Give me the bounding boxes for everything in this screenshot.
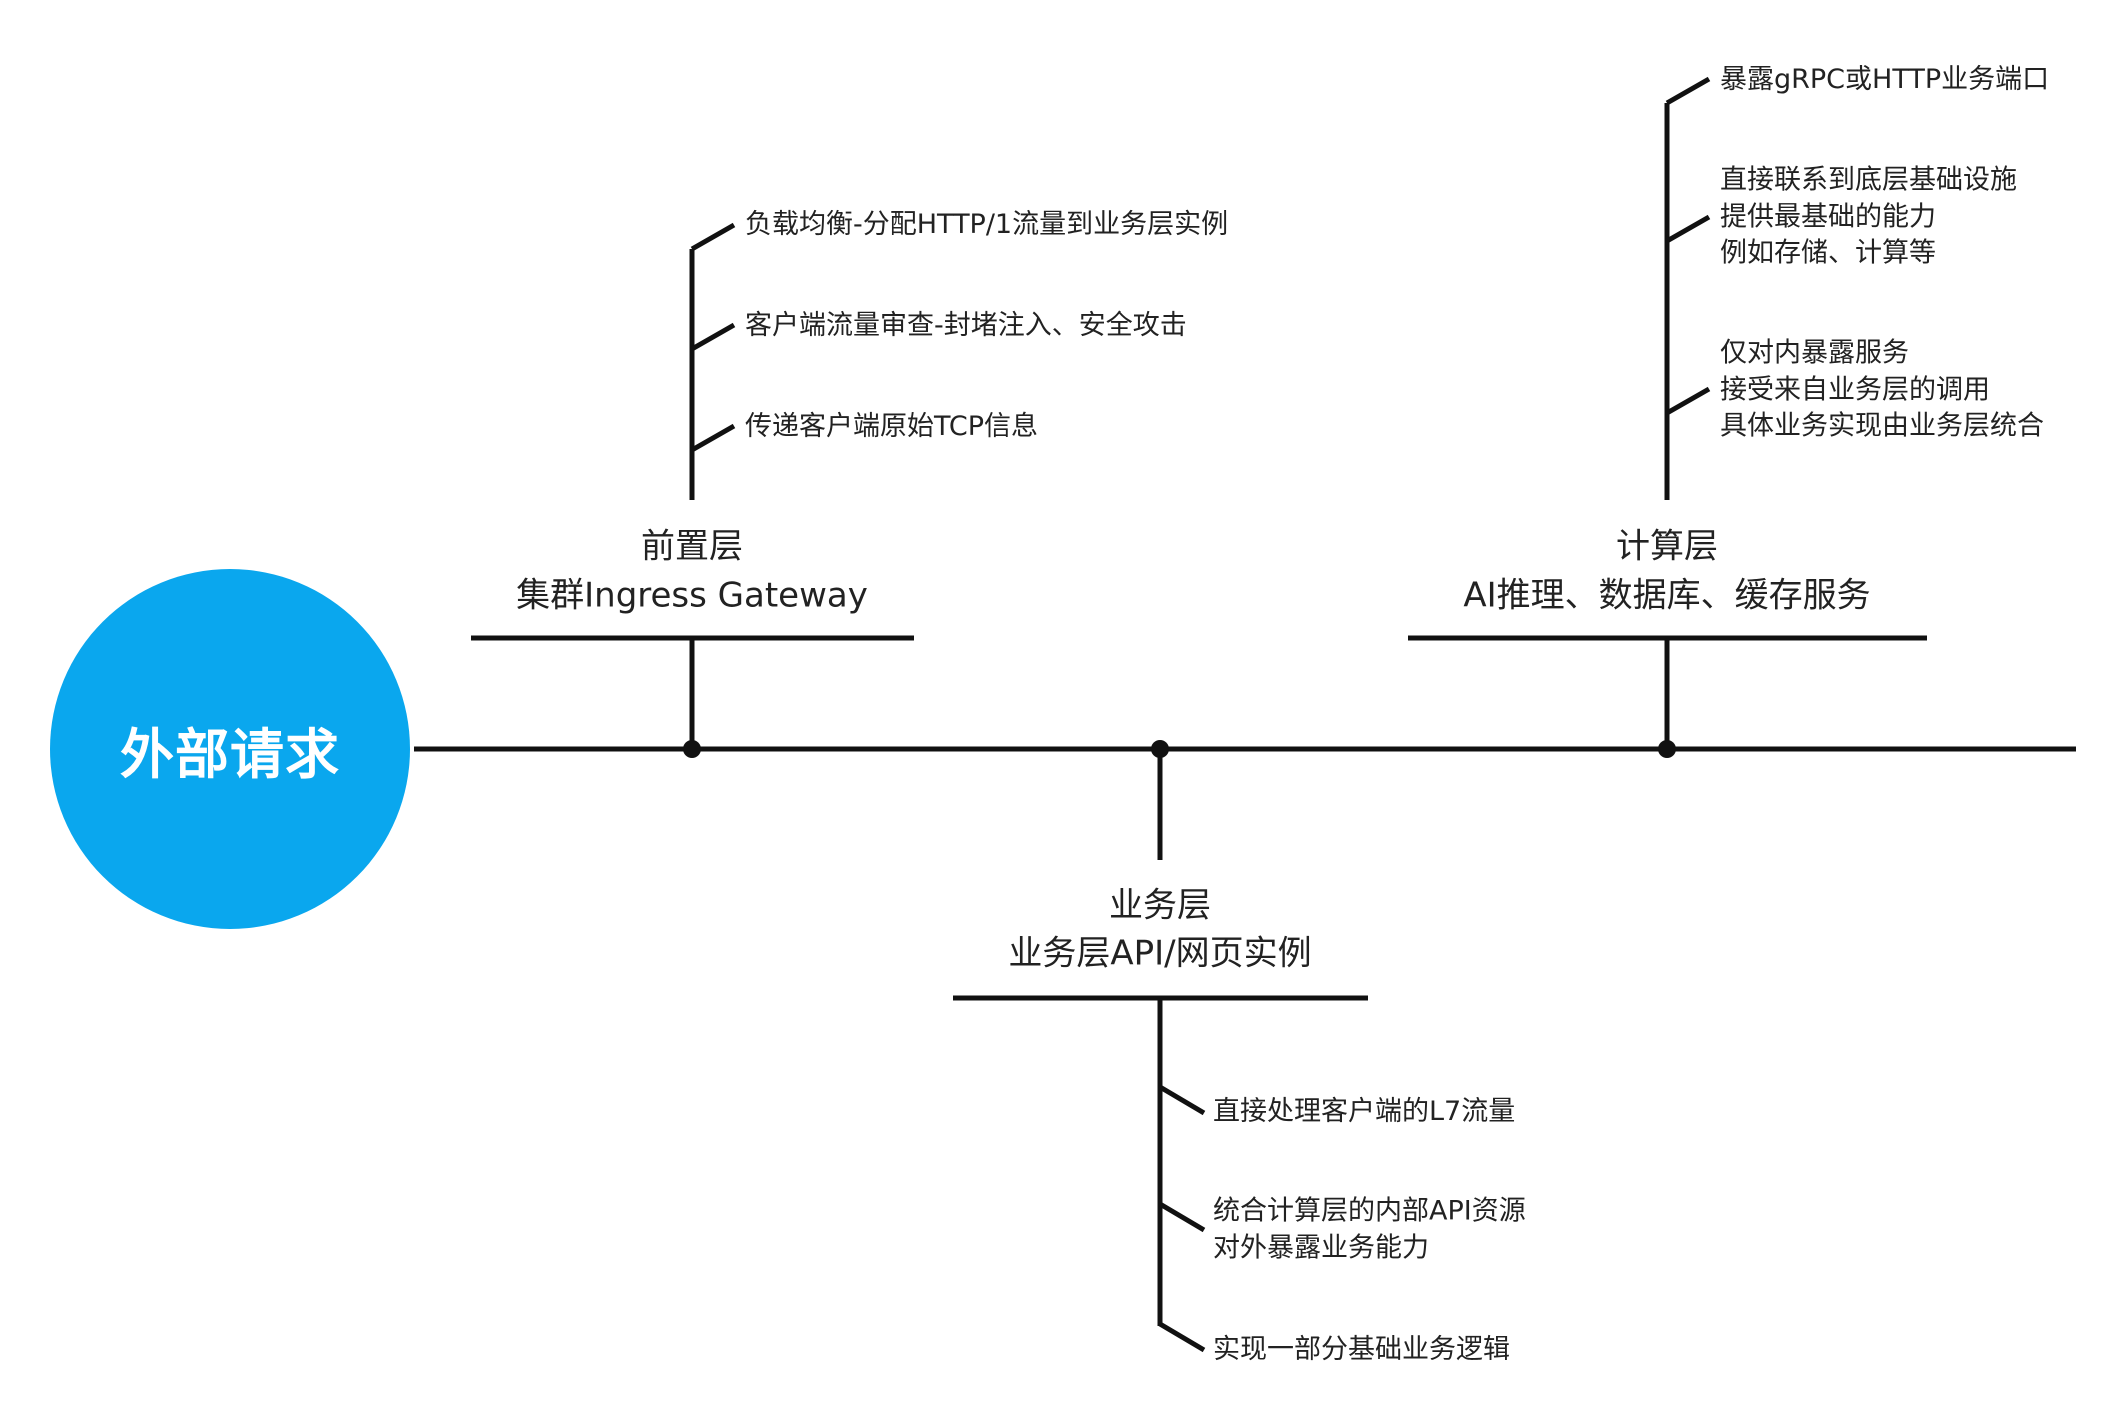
compute-layer-subtitle: AI推理、数据库、缓存服务 — [1463, 575, 1871, 616]
spine-node — [1151, 740, 1169, 758]
front-layer-item: 负载均衡-分配HTTP/1流量到业务层实例 — [745, 208, 1229, 240]
front-layer-title: 前置层 — [641, 526, 743, 567]
business-layer-tick — [1158, 1321, 1206, 1353]
business-layer-subtitle: 业务层API/网页实例 — [1008, 933, 1312, 974]
front-layer-tick — [690, 222, 736, 252]
spine-node — [1658, 740, 1676, 758]
business-layer-tick — [1158, 1201, 1206, 1233]
spine-node — [683, 740, 701, 758]
front-layer-subtitle: 集群Ingress Gateway — [516, 575, 868, 616]
compute-layer-title: 计算层 — [1616, 526, 1718, 567]
compute-layer-item: 直接联系到底层基础设施提供最基础的能力例如存储、计算等 — [1720, 164, 2017, 269]
business-layer-item: 统合计算层的内部API资源对外暴露业务能力 — [1213, 1195, 1526, 1264]
front-layer-tick — [690, 322, 736, 352]
compute-layer-tick — [1665, 76, 1711, 106]
compute-layer-item: 暴露gRPC或HTTP业务端口 — [1720, 63, 2050, 95]
business-layer-item: 实现一部分基础业务逻辑 — [1213, 1333, 1510, 1365]
compute-layer-tick — [1665, 214, 1711, 244]
root-node-external-request: 外部请求 — [50, 569, 410, 929]
root-label: 外部请求 — [120, 722, 340, 786]
compute-layer-tick — [1665, 386, 1711, 416]
business-layer-tick — [1158, 1084, 1206, 1116]
business-layer-title: 业务层 — [1109, 885, 1211, 926]
compute-layer-item: 仅对内暴露服务接受来自业务层的调用具体业务实现由业务层统合 — [1720, 337, 2044, 442]
business-layer-item: 直接处理客户端的L7流量 — [1213, 1095, 1516, 1127]
front-layer-item: 传递客户端原始TCP信息 — [745, 410, 1039, 442]
front-layer-tick — [690, 423, 736, 453]
front-layer-item: 客户端流量审查-封堵注入、安全攻击 — [745, 309, 1187, 341]
